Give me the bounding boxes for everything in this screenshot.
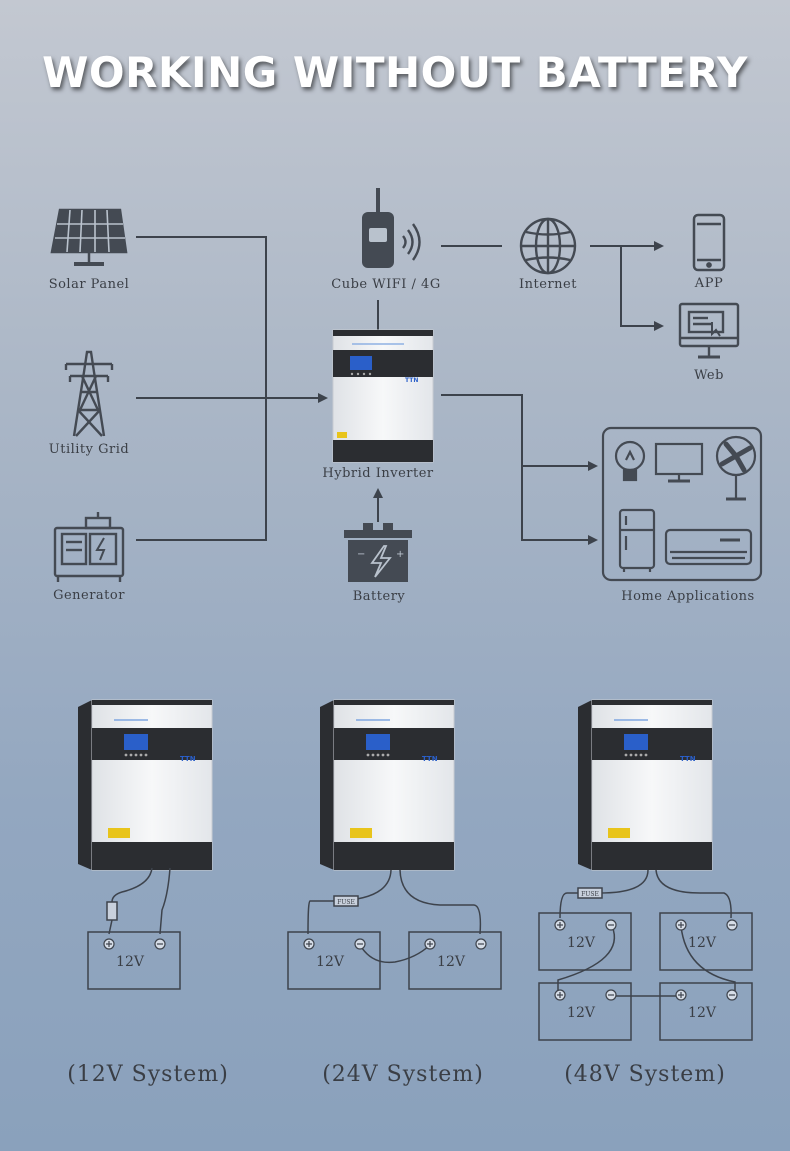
inverter-unit: TTN [78, 699, 213, 871]
wifi-label: Cube WIFI / 4G [331, 277, 441, 292]
wiring-48v [557, 869, 736, 997]
inverter-brand: TTN [405, 377, 418, 384]
battery-voltage-label: 12V [688, 935, 717, 951]
svg-text:+: + [396, 549, 404, 560]
inverter-brand: TTN [680, 755, 696, 763]
battery-voltage-label: 12V [567, 1005, 596, 1021]
generator-label: Generator [53, 588, 125, 603]
battery-block: 12V [538, 982, 632, 1041]
globe-icon [519, 217, 577, 275]
smartphone-icon [692, 213, 726, 272]
solar-panel-icon [50, 208, 128, 266]
battery-voltage-label: 12V [688, 1005, 717, 1021]
battery-block: 12V [659, 912, 753, 971]
system-label-24v: (24V System) [322, 1062, 484, 1087]
battery-voltage-label: 12V [437, 954, 466, 970]
air-conditioner-icon [664, 528, 753, 566]
tv-icon [654, 442, 704, 483]
system-label-48v: (48V System) [564, 1062, 726, 1087]
light-bulb-icon [614, 440, 646, 482]
system-batteries: 12V 12V 12V FUSE 12V 12V 12V 12V FUSE [87, 891, 753, 1041]
fan-icon [715, 435, 757, 501]
monitor-icon [678, 302, 740, 359]
inverter-brand: TTN [422, 755, 438, 763]
svg-text:−: − [357, 549, 365, 560]
page-title: WORKING WITHOUT BATTERY [42, 48, 748, 97]
internet-label: Internet [519, 277, 577, 292]
wifi-dongle-icon [362, 188, 421, 268]
battery-block: 12V [287, 931, 381, 990]
system-label-12v: (12V System) [67, 1062, 229, 1087]
inverter-brand: TTN [180, 755, 196, 763]
line-internet-web [620, 246, 664, 331]
home-applications-label: Home Applications [621, 589, 755, 604]
battery-block: 12V [659, 982, 753, 1041]
solar-panel-label: Solar Panel [48, 277, 130, 292]
inverter-unit: TTN [320, 699, 455, 871]
system-inverters: TTN TTN TTN [78, 699, 713, 871]
home-applications-box [601, 426, 763, 582]
line-inverter-loads [441, 394, 598, 545]
battery-voltage-label: 12V [567, 935, 596, 951]
power-tower-icon [64, 350, 114, 437]
wiring-24v [307, 869, 482, 964]
battery-voltage-label: 12V [316, 954, 345, 970]
fuse-label: FUSE [337, 899, 355, 906]
utility-grid-label: Utility Grid [48, 442, 130, 457]
battery-block: 12V [408, 931, 502, 990]
app-label: APP [694, 276, 724, 291]
fuse-label: FUSE [581, 891, 599, 898]
battery-block: 12V [87, 931, 181, 990]
battery-icon: − + [344, 523, 412, 582]
battery-voltage-label: 12V [116, 954, 145, 970]
wiring-12v [106, 867, 171, 935]
fridge-icon [618, 508, 656, 572]
hybrid-inverter-icon: TTN [332, 329, 434, 463]
generator-icon [53, 512, 125, 582]
connection-lines [136, 236, 664, 545]
web-label: Web [694, 368, 724, 383]
inverter-unit: TTN [578, 699, 713, 871]
line-solar [136, 236, 267, 541]
battery-block: 12V [538, 912, 632, 971]
inverter-label: Hybrid Inverter [322, 466, 434, 481]
battery-label: Battery [352, 589, 406, 604]
